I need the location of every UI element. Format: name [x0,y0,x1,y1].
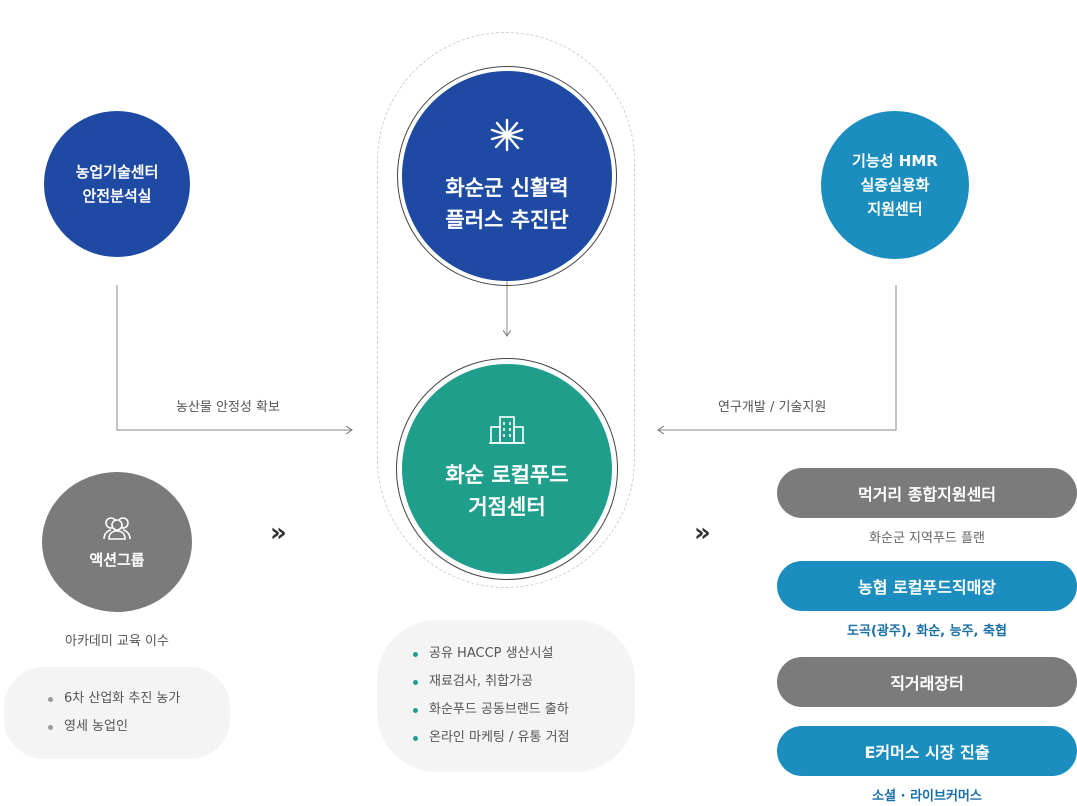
direct-market-pill: 직거래장터 [777,657,1077,707]
nh-local-food-store-pill: 농협 로컬푸드직매장 [777,561,1077,611]
action-group-sub: 아카데미 교육 이수 [65,634,169,649]
agri-tech-line2: 안전분석실 [82,187,152,205]
agri-tech-center-circle: 농업기술센터 안전분석실 [44,111,190,257]
action-group-circle: 액션그룹 [42,472,192,612]
left-bullet-item: 6차 산업화 추진 농가 [48,685,230,713]
center-bullet-item: 화순푸드 공동브랜드 출하 [413,696,635,724]
center-bullet-item: 공유 HACCP 생산시설 [413,640,635,668]
agri-tech-line1: 농업기술센터 [75,163,159,181]
right-chevron-icon: » [694,518,711,548]
center-capsule [377,32,635,588]
center-bullet-box: 공유 HACCP 생산시설 재료검사, 취합가공 화순푸드 공동브랜드 출하 온… [377,620,635,772]
action-group-label: 액션그룹 [89,550,145,569]
center-bullet-item: 재료검사, 취합가공 [413,668,635,696]
hmr-line3: 지원센터 [867,200,923,218]
right-arrow-label: 연구개발 / 기술지원 [718,400,827,415]
arrow-agri-to-hub [116,285,352,430]
food-support-center-sub: 화순군 지역푸드 플랜 [869,531,985,546]
left-bullet-item: 영세 농업인 [48,713,230,741]
left-arrow-label: 농산물 안정성 확보 [176,400,280,415]
group-people-icon [103,516,131,540]
hub-line2: 거점센터 [468,495,546,519]
ecommerce-sub: 소셜 · 라이브커머스 [872,789,982,804]
hmr-support-center-circle: 기능성 HMR 실증실용화 지원센터 [821,111,969,259]
sunburst-logo-icon [490,118,524,152]
ecommerce-pill: E커머스 시장 진출 [777,726,1077,776]
revitalization-line2: 플러스 추진단 [445,208,569,232]
hmr-line2: 실증실용화 [860,176,930,194]
hmr-line1: 기능성 HMR [852,152,938,170]
center-bullet-item: 온라인 마케팅 / 유통 거점 [413,724,635,752]
arrow-hmr-to-hub [658,285,897,430]
nh-local-food-store-sub: 도곡(광주), 화순, 능주, 축협 [847,624,1007,639]
left-chevron-icon: » [270,518,287,548]
left-bullet-box: 6차 산업화 추진 농가 영세 농업인 [4,667,230,759]
building-icon [489,416,525,444]
top-circle-ring [397,66,617,286]
hub-circle-ring [396,358,618,580]
local-food-hub-circle: 화순 로컬푸드 거점센터 [402,364,612,574]
revitalization-line1: 화순군 신활력 [445,176,569,200]
revitalization-team-circle: 화순군 신활력 플러스 추진단 [402,71,612,281]
food-support-center-pill: 먹거리 종합지원센터 [777,468,1077,518]
hub-line1: 화순 로컬푸드 [445,463,569,487]
